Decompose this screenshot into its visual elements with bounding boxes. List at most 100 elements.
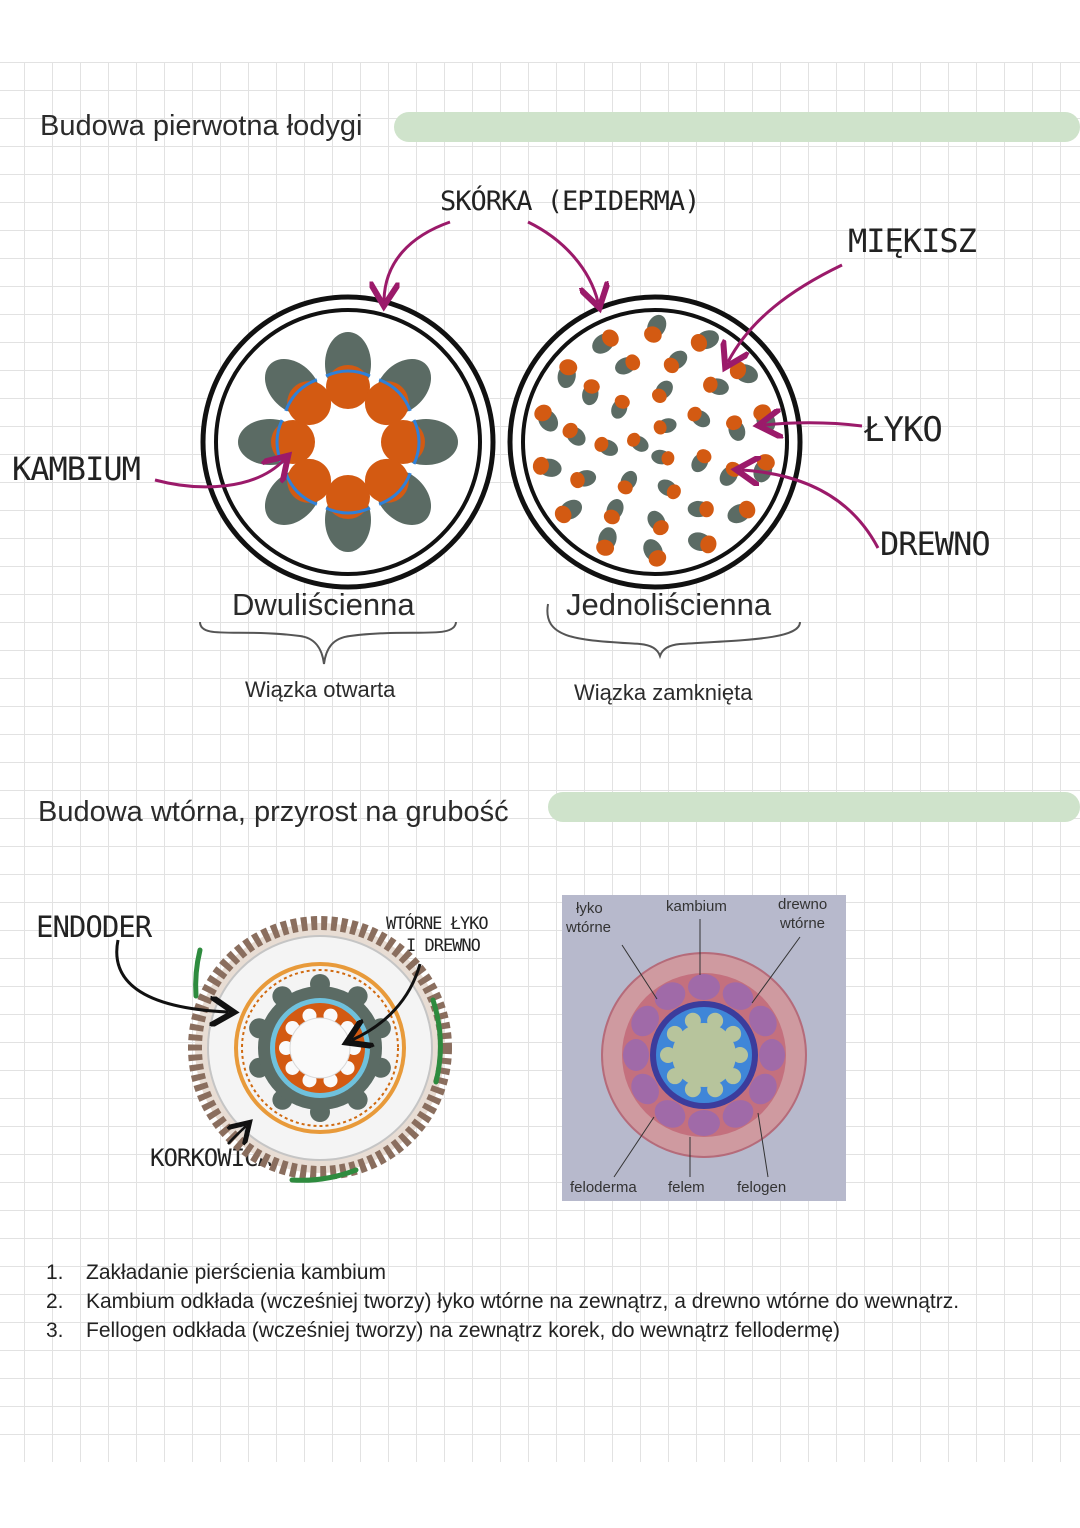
label-secondary-tissues-line2: I DREWNO xyxy=(406,936,481,956)
closed-bundle xyxy=(663,350,688,374)
xylem xyxy=(661,451,675,466)
photo-label-xylem-line2: wtórne xyxy=(779,915,825,932)
photo-label-cambium: kambium xyxy=(666,898,727,915)
phloem-lobe xyxy=(688,1110,720,1136)
vascular-bundle xyxy=(325,475,371,552)
closed-bundle xyxy=(687,406,711,428)
label-phloem: ŁYKO xyxy=(864,410,943,450)
brace-monocot xyxy=(546,603,801,660)
xylem xyxy=(617,480,633,495)
closed-bundle xyxy=(617,470,638,495)
phloem-lobe xyxy=(759,1039,785,1071)
xylem xyxy=(326,475,370,519)
closed-bundle xyxy=(727,500,756,524)
monocot-bundle-type: Wiązka zamknięta xyxy=(574,680,753,705)
closed-bundle xyxy=(657,479,681,500)
arrow-phloem xyxy=(764,423,863,426)
xylem xyxy=(326,365,370,409)
xylem xyxy=(644,326,662,343)
xylem xyxy=(627,432,641,447)
arrow-cambium xyxy=(154,460,284,489)
list-item: 1.Zakładanie pierścienia kambium xyxy=(46,1261,386,1284)
textbook-photo: łyko wtórne kambium drewno wtórne felode… xyxy=(562,895,846,1201)
closed-bundle xyxy=(652,380,673,403)
arrow-xylem xyxy=(742,470,880,549)
closed-bundle xyxy=(594,436,619,456)
phloem-lobe xyxy=(654,1100,686,1128)
bark-fragment xyxy=(193,947,203,999)
photo-label-phelloderm: feloderma xyxy=(570,1179,637,1196)
closed-bundle xyxy=(582,379,600,406)
arrow-epidermis-monocot xyxy=(527,220,598,302)
vascular-bundle xyxy=(264,358,332,426)
label-xylem: DREWNO xyxy=(880,525,991,563)
xylem xyxy=(690,334,708,352)
closed-bundle xyxy=(532,456,562,477)
list-item: 2.Kambium odkłada (wcześniej tworzy) łyk… xyxy=(46,1290,960,1313)
xylem xyxy=(663,357,680,374)
grid-background xyxy=(0,62,1080,1462)
xylem xyxy=(534,404,552,422)
photo-label-phellem: felem xyxy=(668,1179,705,1196)
closed-bundle xyxy=(557,359,578,389)
xylem xyxy=(602,329,619,347)
xylem xyxy=(594,436,609,452)
closed-bundle xyxy=(687,500,714,518)
xylem xyxy=(596,539,615,556)
phloem-lobe xyxy=(631,1005,659,1037)
dicot-stem-diagram xyxy=(200,294,496,590)
steps-list: 1.Zakładanie pierścienia kambium 2.Kambi… xyxy=(46,1258,959,1345)
photo-label-phloem-line1: łyko xyxy=(576,900,603,917)
bark-fragment xyxy=(430,997,443,1085)
phloem-lobe xyxy=(749,1073,777,1105)
photo-phloem-lobes xyxy=(623,974,785,1136)
vascular-bundle xyxy=(364,358,432,426)
closed-bundle xyxy=(703,376,729,395)
closed-bundle xyxy=(570,470,597,489)
vascular-bundle xyxy=(381,419,458,465)
section-title-secondary: Budowa wtórna, przyrost na grubość xyxy=(38,796,509,828)
closed-bundle xyxy=(534,404,559,432)
closed-bundle xyxy=(603,499,624,525)
arrow-epidermis-dicot xyxy=(384,220,451,300)
brace-dicot xyxy=(199,621,457,665)
xylem xyxy=(554,505,572,524)
dicot-bundle-ring xyxy=(238,332,458,552)
monocot-label: Jednoliścienna xyxy=(566,587,772,622)
label-secondary-tissues-line1: WTÓRNE ŁYKO xyxy=(386,914,489,934)
xylem xyxy=(738,500,756,519)
closed-bundle xyxy=(596,527,617,556)
pith-notch xyxy=(279,1041,293,1055)
endoderm-ring xyxy=(234,962,406,1134)
xylem xyxy=(570,471,585,489)
xylem xyxy=(614,394,630,409)
closed-bundle xyxy=(554,499,583,524)
xylem xyxy=(703,376,718,393)
cambium xyxy=(325,369,371,378)
closed-bundle xyxy=(726,415,746,441)
xylem xyxy=(653,520,669,536)
label-parenchyma: MIĘKISZ xyxy=(848,222,977,260)
dicot-bundle-type: Wiązka otwarta xyxy=(245,677,396,702)
pith-notch xyxy=(660,1047,676,1063)
xylem xyxy=(653,420,667,435)
arrow-secondary-tissues xyxy=(352,963,422,1040)
xylem xyxy=(696,449,712,464)
label-epidermis: SKÓRKA (EPIDERMA) xyxy=(440,186,700,217)
xylem xyxy=(687,406,702,422)
phloem-lobe xyxy=(623,1039,649,1071)
xylem xyxy=(648,550,667,567)
phloem-lobe xyxy=(749,1005,777,1037)
section-title-primary: Budowa pierwotna łodygi xyxy=(40,110,363,142)
closed-bundle xyxy=(615,354,641,375)
xylem xyxy=(562,422,578,439)
xylem xyxy=(652,388,667,403)
label-endoderm: ENDODER xyxy=(36,910,152,944)
phloem-lobe xyxy=(631,1073,659,1105)
monocot-scattered-bundles xyxy=(532,314,776,567)
list-item: 3.Fellogen odkłada (wcześniej tworzy) na… xyxy=(46,1319,840,1342)
xylem xyxy=(726,415,743,431)
photo-label-phellogen: felogen xyxy=(737,1179,786,1196)
arrow-cork xyxy=(228,1126,246,1144)
endoderm-ring-inner xyxy=(241,969,399,1127)
